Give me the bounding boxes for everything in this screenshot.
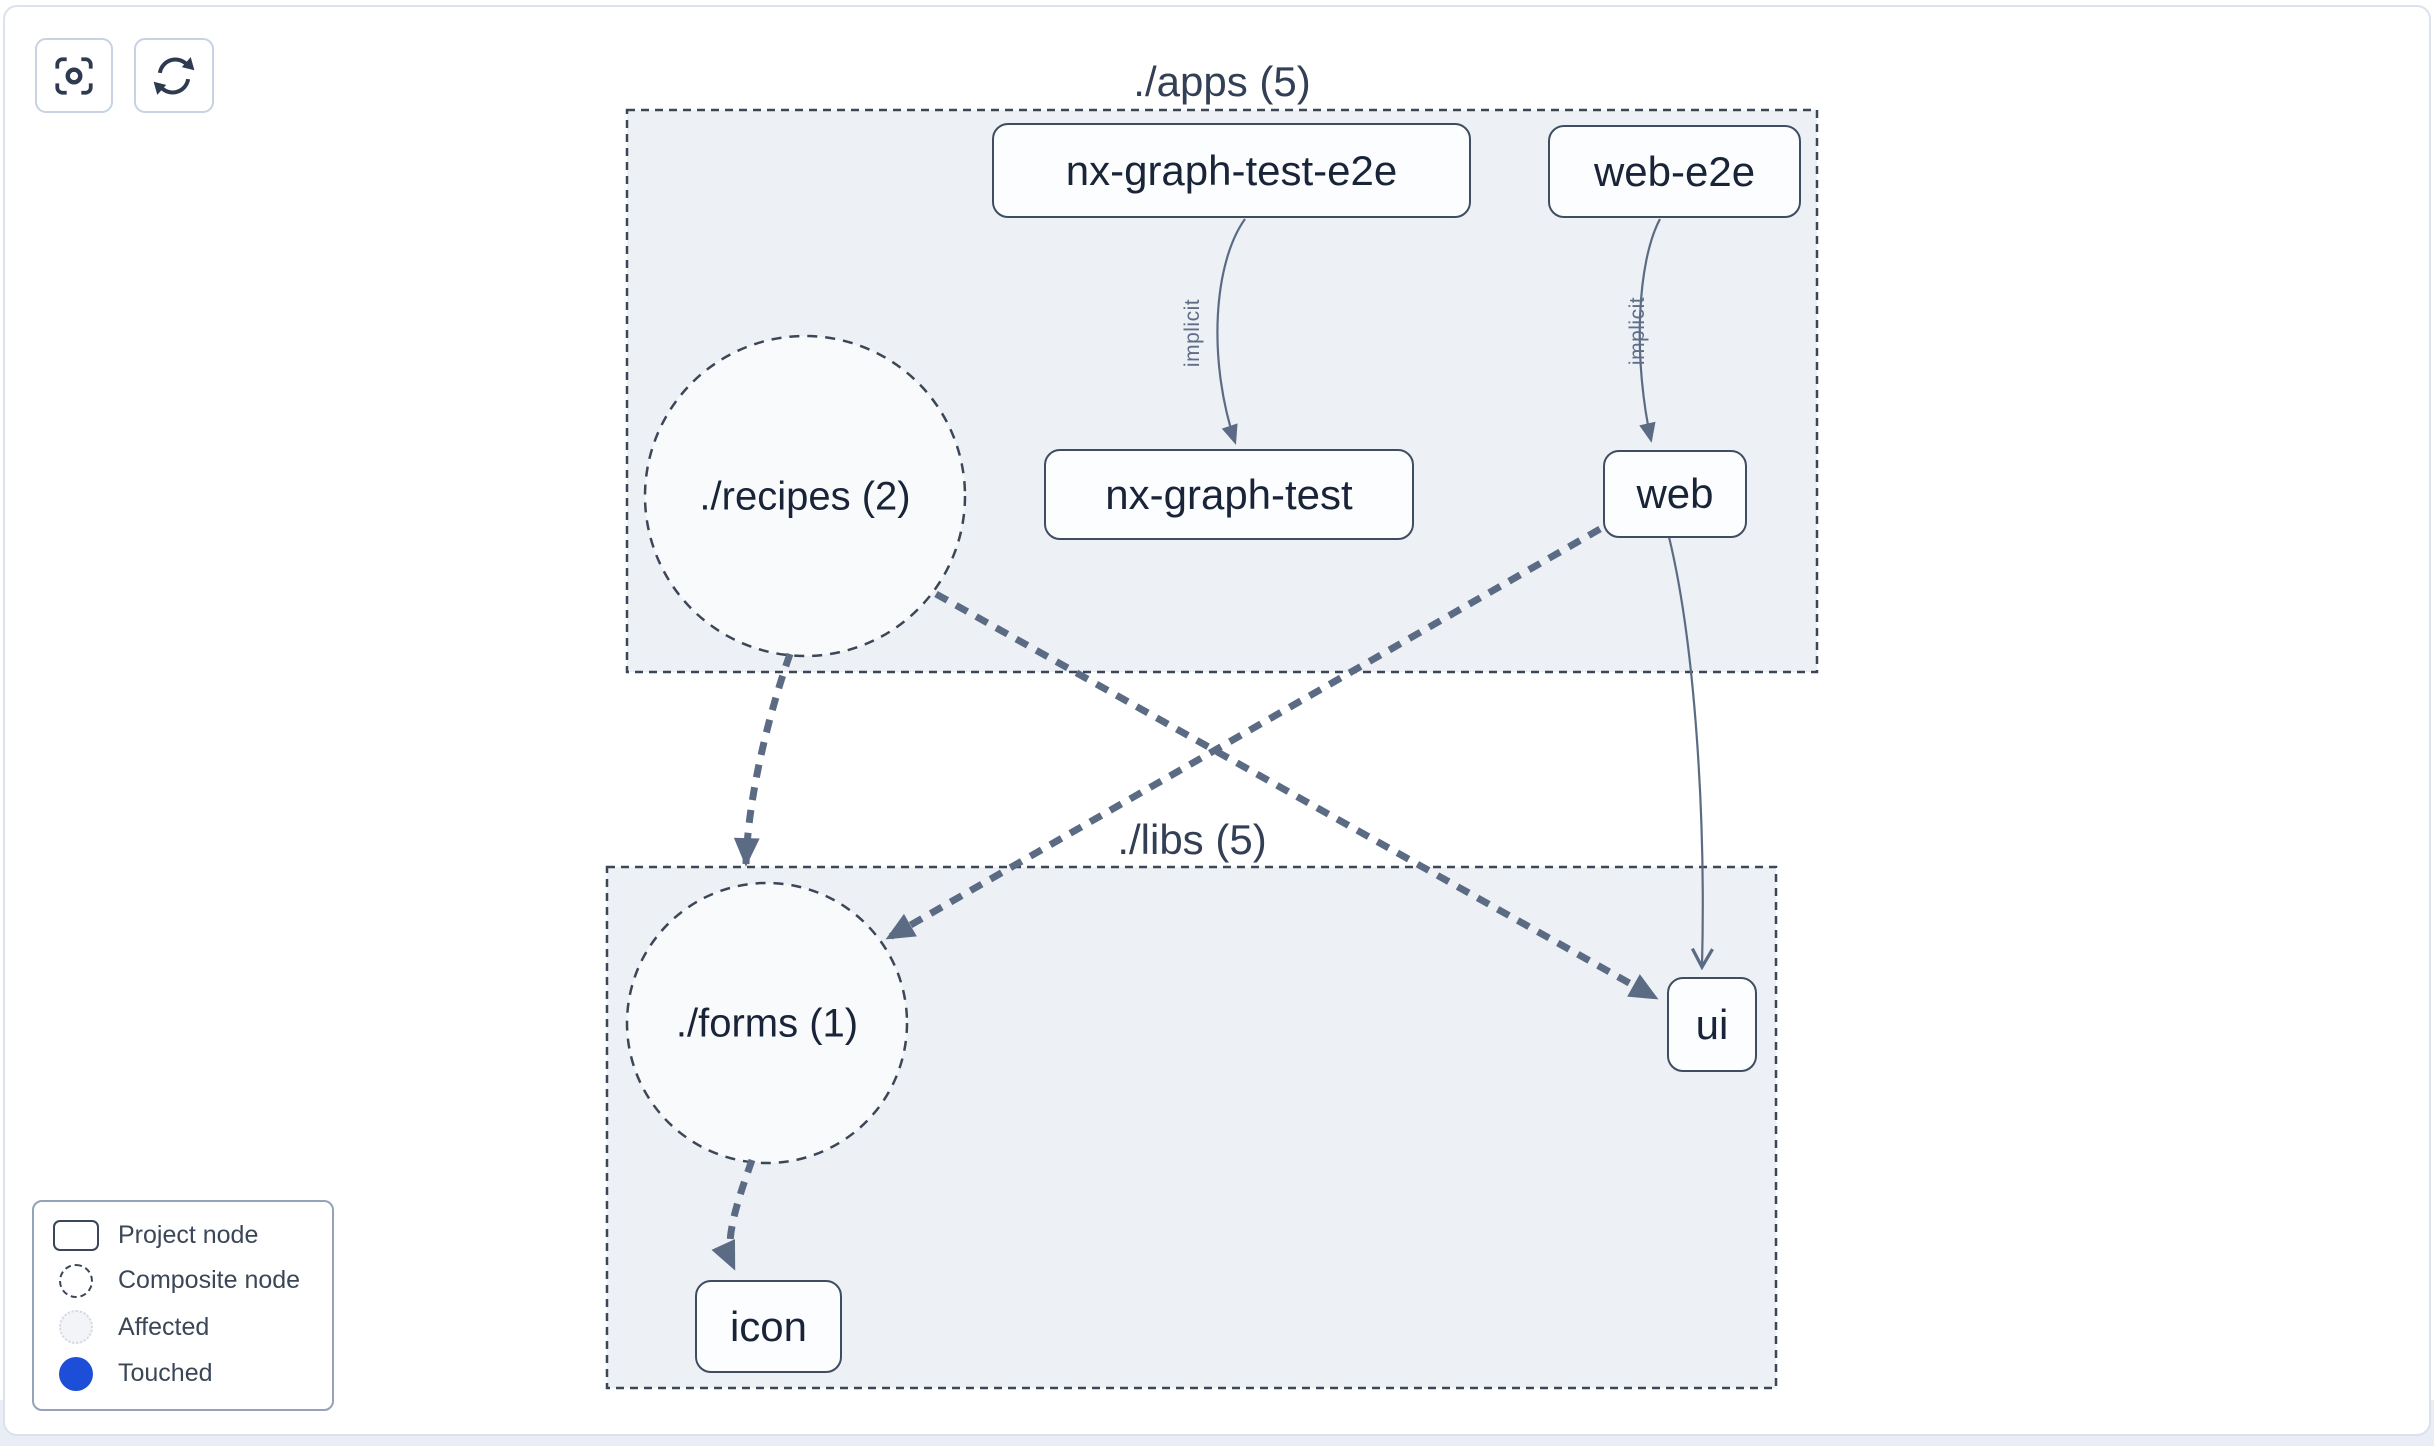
project-node-nx-graph-test[interactable]: nx-graph-test — [1044, 449, 1414, 540]
project-node-ui[interactable]: ui — [1667, 977, 1757, 1072]
node-label: icon — [729, 1302, 808, 1350]
edge-label-implicit-1: implicit — [1181, 298, 1204, 368]
project-node-icon[interactable]: icon — [695, 1280, 842, 1373]
edge-web-e2e-to-web[interactable] — [1638, 218, 1661, 443]
affected-swatch — [59, 1310, 93, 1345]
scan-focus-icon — [51, 53, 97, 99]
project-node-web-e2e[interactable]: web-e2e — [1548, 125, 1801, 218]
edge-forms-to-icon[interactable] — [711, 1158, 756, 1271]
refresh-graph-button[interactable] — [134, 38, 214, 113]
legend-label: Affected — [118, 1312, 210, 1341]
project-node-nx-graph-test-e2e[interactable]: nx-graph-test-e2e — [992, 123, 1471, 218]
edge-web-to-ui[interactable] — [1667, 536, 1703, 966]
legend-label: Composite node — [118, 1266, 301, 1295]
composite-label-forms[interactable]: ./forms (1) — [675, 1001, 859, 1046]
node-label: web — [1636, 470, 1714, 517]
legend-label: Touched — [118, 1359, 213, 1388]
node-label: nx-graph-test-e2e — [1065, 146, 1398, 194]
node-label: web-e2e — [1593, 147, 1756, 195]
legend-row-touched: Touched — [34, 1356, 332, 1391]
node-label: nx-graph-test — [1105, 470, 1353, 518]
legend-label: Project node — [118, 1221, 259, 1250]
node-label: ui — [1695, 1000, 1729, 1048]
legend-row-project-node: Project node — [34, 1220, 332, 1252]
group-label-apps[interactable]: ./apps (5) — [1133, 58, 1311, 105]
edge-label-implicit-2: implicit — [1626, 296, 1649, 366]
legend: Project node Composite node Affected Tou… — [32, 1200, 334, 1411]
group-label-libs[interactable]: ./libs (5) — [1117, 816, 1267, 863]
legend-row-affected: Affected — [34, 1310, 332, 1345]
touched-swatch — [59, 1356, 93, 1391]
edge-nx-graph-test-e2e-to-nx-graph-test[interactable] — [1216, 218, 1246, 445]
legend-row-composite-node: Composite node — [34, 1263, 332, 1298]
composite-node-swatch — [59, 1263, 93, 1298]
edge-recipes-to-forms[interactable] — [733, 652, 794, 867]
composite-node-recipes[interactable] — [643, 334, 967, 658]
project-node-web[interactable]: web — [1603, 450, 1747, 538]
center-graph-button[interactable] — [35, 38, 113, 113]
refresh-icon — [151, 53, 197, 99]
project-node-swatch — [53, 1220, 99, 1252]
composite-node-forms[interactable] — [625, 881, 909, 1165]
composite-label-recipes[interactable]: ./recipes (2) — [699, 474, 911, 519]
